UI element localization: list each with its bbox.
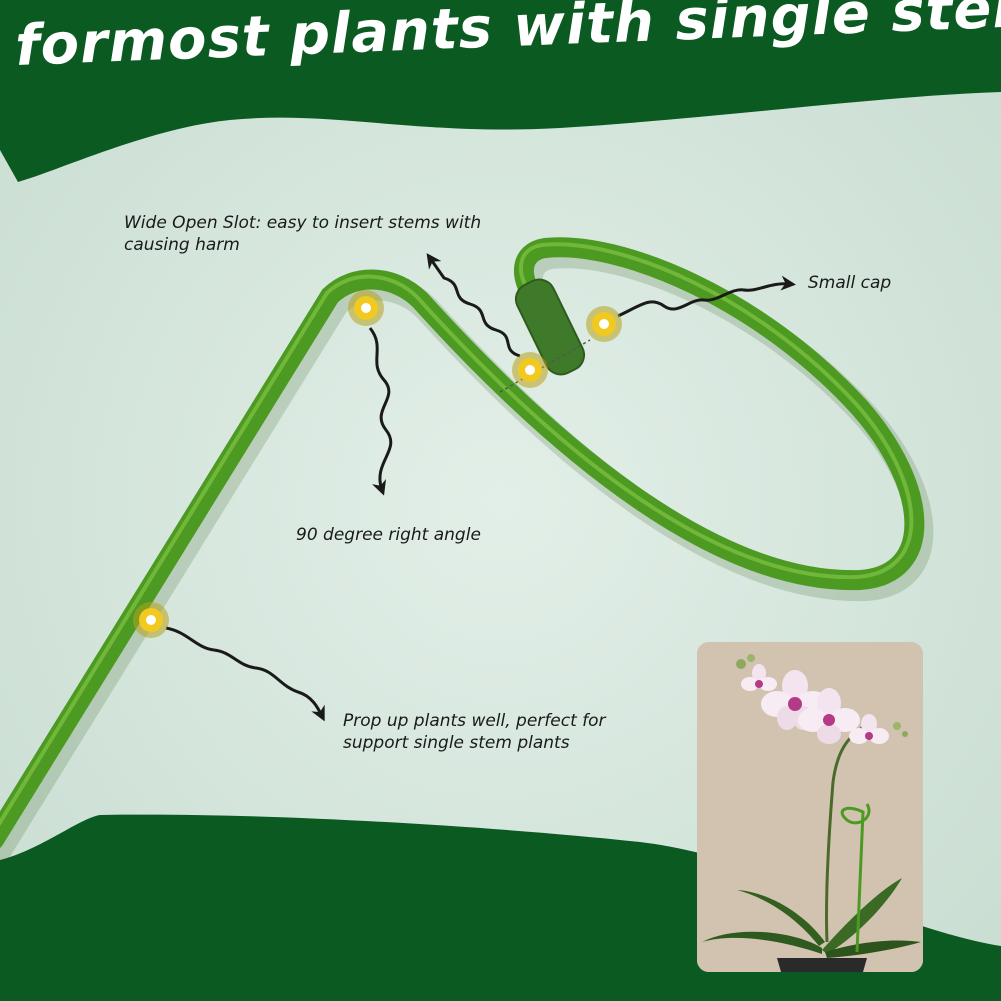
orchid-leaf [737,890,825,946]
plant-pot [777,958,867,972]
marker-cap [586,306,622,342]
marker-prop [133,602,169,638]
stake-end-cap [514,278,586,376]
orchid-leaf [822,878,902,954]
marker-slot [512,352,548,388]
callout-wide-open-slot: Wide Open Slot: easy to insert stems wit… [124,213,482,255]
top-banner [0,0,1001,182]
arrow-cap [617,275,796,318]
orchid-bud [736,659,746,669]
callout-prop-up-plants: Prop up plants well, perfect for support… [343,711,606,753]
orchid-bud [747,654,755,662]
orchid-bud [902,731,908,737]
orchid-illustration [697,642,923,972]
callout-small-cap: Small cap [808,273,892,293]
orchid-photo-inset [697,642,923,972]
orchid-leaf [702,931,822,954]
orchid-flower [798,688,860,744]
orchid-bud [893,722,901,730]
mini-stake [840,803,871,953]
arrow-slot [426,253,521,358]
orchid-flower [849,714,889,744]
marker-angle [348,290,384,326]
orchid-leaf [825,940,921,958]
stake-highlight [0,242,914,827]
callout-right-angle: 90 degree right angle [296,525,481,545]
orchid-flower [741,664,777,691]
slot-guide-line [499,339,591,393]
arrow-angle [368,327,393,496]
arrow-prop [165,626,325,722]
orchid-stem [824,724,866,943]
